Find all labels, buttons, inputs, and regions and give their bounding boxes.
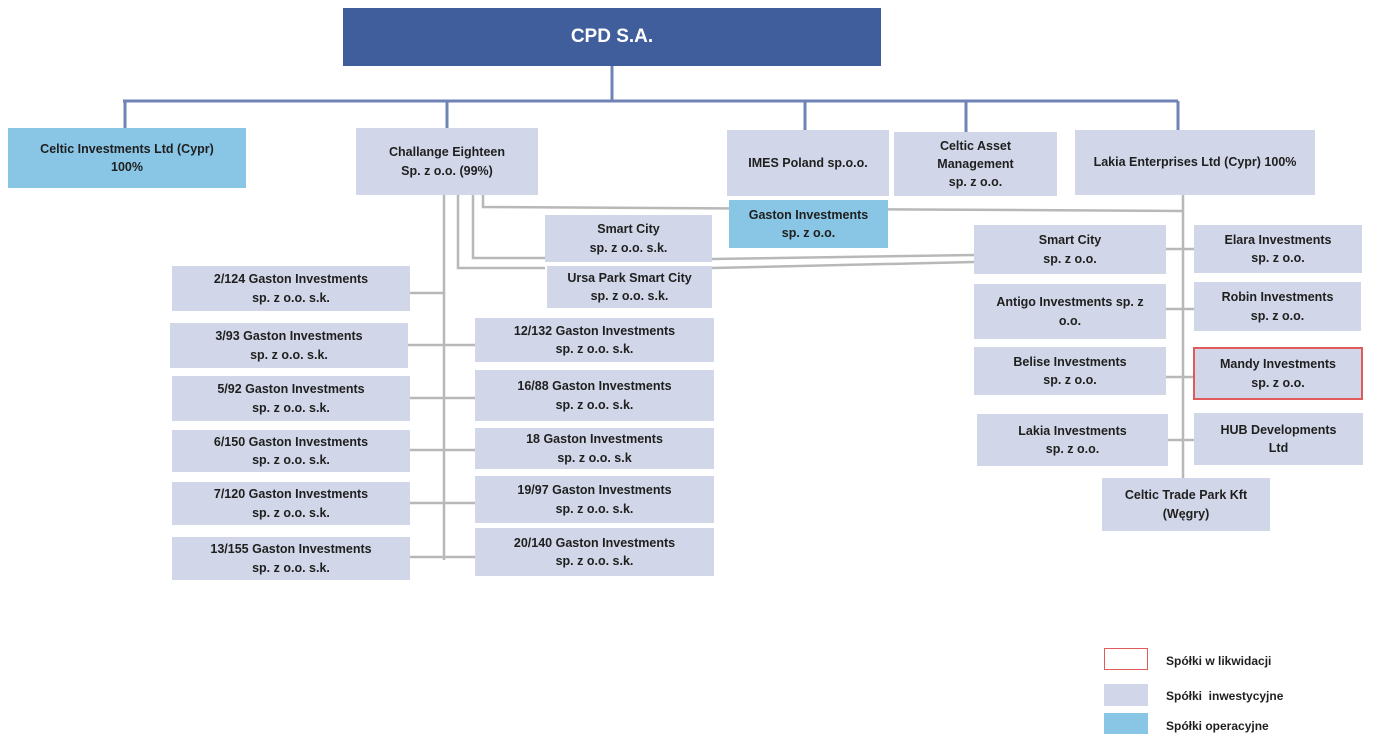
node-line: sp. z o.o. s.k. — [252, 560, 330, 575]
node-line: Smart City — [597, 222, 660, 237]
node-line: sp. z o.o. — [1045, 442, 1100, 456]
node-line: Gaston Investments — [748, 207, 869, 222]
node-line: 3/93 Gaston Investments — [215, 329, 363, 344]
node-line: Challange Eighteen — [389, 145, 505, 160]
node-challange-eighteen: Challange Eighteen Sp. z o.o. (99%) — [356, 128, 538, 195]
node-line: 18 Gaston Investments — [526, 432, 663, 447]
node-line: sp. z o.o. s.k. — [555, 342, 634, 356]
node-mandy-investments: Mandy Investments sp. z o.o. — [1193, 347, 1363, 400]
legend-label-investment: Spółki inwestycyjne — [1166, 689, 1284, 703]
node-16-88-gaston: 16/88 Gaston Investments sp. z o.o. s.k. — [475, 370, 714, 421]
link-smart-city-to-smart-city — [711, 253, 975, 261]
node-line: sp. z o.o. — [1250, 308, 1305, 323]
node-7-120-gaston: 7/120 Gaston Investments sp. z o.o. s.k. — [172, 482, 410, 525]
node-elara-investments: Elara Investments sp. z o.o. — [1194, 225, 1362, 273]
node-line: sp. z o.o. — [1043, 373, 1097, 387]
node-line: Smart City — [1038, 233, 1102, 248]
node-line: Belise Investments — [1013, 354, 1127, 369]
legend-swatch-operational — [1104, 713, 1148, 734]
root-cpd-sa: CPD S.A. — [343, 8, 881, 66]
legend-label-liquidation: Spółki w likwidacji — [1166, 654, 1272, 668]
node-belise-investments: Belise Investments sp. z o.o. — [974, 347, 1166, 395]
node-line: Robin Investments — [1221, 290, 1334, 305]
node-line: Mandy Investments — [1219, 357, 1336, 372]
node-line: sp. z o.o. s.k. — [590, 289, 669, 303]
legend-swatch-liquidation — [1104, 648, 1148, 670]
node-line: sp. z o.o. s.k. — [555, 554, 634, 568]
node-line: Management — [937, 156, 1014, 171]
node-robin-investments: Robin Investments sp. z o.o. — [1194, 282, 1361, 331]
legend-label-operational: Spółki operacyjne — [1166, 719, 1269, 733]
node-line: sp. z o.o. — [1251, 251, 1305, 265]
node-line: sp. z o.o. s.k. — [252, 400, 330, 415]
node-line: Ursa Park Smart City — [567, 270, 692, 285]
node-line: 12/132 Gaston Investments — [513, 323, 676, 338]
node-line: 16/88 Gaston Investments — [517, 379, 672, 394]
node-ursa-park-smart-city: Ursa Park Smart City sp. z o.o. s.k. — [547, 266, 712, 308]
node-celtic-asset: Celtic Asset Management sp. z o.o. — [894, 132, 1057, 196]
node-line: sp. z o.o. s.k — [557, 450, 632, 465]
node-5-92-gaston: 5/92 Gaston Investments sp. z o.o. s.k. — [172, 376, 410, 421]
node-line: 5/92 Gaston Investments — [217, 382, 365, 397]
node-line: sp. z o.o. — [1251, 375, 1305, 390]
legend-swatch-investment — [1104, 684, 1148, 706]
node-imes-poland: IMES Poland sp.o.o. — [727, 130, 889, 196]
node-18-gaston: 18 Gaston Investments sp. z o.o. s.k — [475, 428, 714, 469]
node-line: o.o. — [1058, 313, 1082, 328]
node-line: (Węgry) — [1162, 506, 1210, 521]
node-2-124-gaston: 2/124 Gaston Investments sp. z o.o. s.k. — [172, 266, 410, 311]
link-ursa-to-smart-city — [711, 260, 975, 270]
node-line: Lakia Enterprises Ltd (Cypr) 100% — [1093, 155, 1297, 170]
link-challange-to-gaston — [481, 195, 1184, 213]
node-19-97-gaston: 19/97 Gaston Investments sp. z o.o. s.k. — [475, 476, 714, 523]
node-line: Antigo Investments sp. z — [996, 295, 1144, 310]
node-line: sp. z o.o. s.k. — [250, 347, 328, 362]
node-20-140-gaston: 20/140 Gaston Investments sp. z o.o. s.k… — [475, 528, 714, 576]
node-lakia-enterprises: Lakia Enterprises Ltd (Cypr) 100% — [1075, 130, 1315, 195]
node-line: 6/150 Gaston Investments — [213, 434, 369, 449]
node-line: 7/120 Gaston Investments — [213, 487, 369, 502]
node-line: Elara Investments — [1224, 232, 1332, 247]
node-smart-city-sk: Smart City sp. z o.o. s.k. — [545, 215, 712, 262]
node-line: sp. z o.o. — [948, 175, 1003, 190]
node-line: 13/155 Gaston Investments — [210, 542, 372, 557]
node-line: sp. z o.o. s.k. — [555, 501, 634, 516]
node-6-150-gaston: 6/150 Gaston Investments sp. z o.o. s.k. — [172, 430, 410, 472]
node-3-93-gaston: 3/93 Gaston Investments sp. z o.o. s.k. — [170, 323, 408, 368]
link-ursa-park — [456, 195, 545, 270]
node-line: Celtic Investments Ltd (Cypr) — [40, 141, 214, 156]
node-line: sp. z o.o. s.k. — [252, 290, 330, 305]
node-line: 19/97 Gaston Investments — [517, 483, 672, 498]
node-line: Celtic Trade Park Kft — [1124, 488, 1248, 503]
node-line: HUB Developments — [1220, 422, 1337, 437]
node-line: sp. z o.o. s.k. — [252, 505, 330, 520]
node-line: sp. z o.o. s.k. — [252, 453, 330, 467]
node-line: 2/124 Gaston Investments — [213, 272, 369, 287]
node-antigo-investments: Antigo Investments sp. z o.o. — [974, 284, 1166, 339]
node-line: Celtic Asset — [939, 138, 1012, 153]
node-13-155-gaston: 13/155 Gaston Investments sp. z o.o. s.k… — [172, 537, 410, 580]
node-line: sp. z o.o. s.k. — [555, 397, 634, 412]
node-line: Sp. z o.o. (99%) — [401, 163, 493, 178]
node-celtic-investments: Celtic Investments Ltd (Cypr) 100% — [8, 128, 246, 188]
root-name: CPD S.A. — [570, 26, 654, 48]
node-smart-city-zoo: Smart City sp. z o.o. — [974, 225, 1166, 274]
node-hub-developments: HUB Developments Ltd — [1194, 413, 1363, 465]
node-line: sp. z o.o. — [781, 226, 836, 240]
node-line: IMES Poland sp.o.o. — [748, 155, 868, 170]
node-line: sp. z o.o. — [1043, 251, 1097, 266]
node-gaston-investments: Gaston Investments sp. z o.o. — [729, 200, 888, 248]
node-line: Ltd — [1268, 441, 1289, 455]
node-line: Lakia Investments — [1018, 423, 1127, 438]
node-line: sp. z o.o. s.k. — [589, 240, 668, 255]
node-lakia-investments: Lakia Investments sp. z o.o. — [977, 414, 1168, 466]
link-smart-city-sk — [471, 195, 545, 260]
node-line: 20/140 Gaston Investments — [513, 535, 676, 550]
node-12-132-gaston: 12/132 Gaston Investments sp. z o.o. s.k… — [475, 318, 714, 362]
node-celtic-trade-park: Celtic Trade Park Kft (Węgry) — [1102, 478, 1270, 531]
node-line: 100% — [111, 160, 143, 174]
